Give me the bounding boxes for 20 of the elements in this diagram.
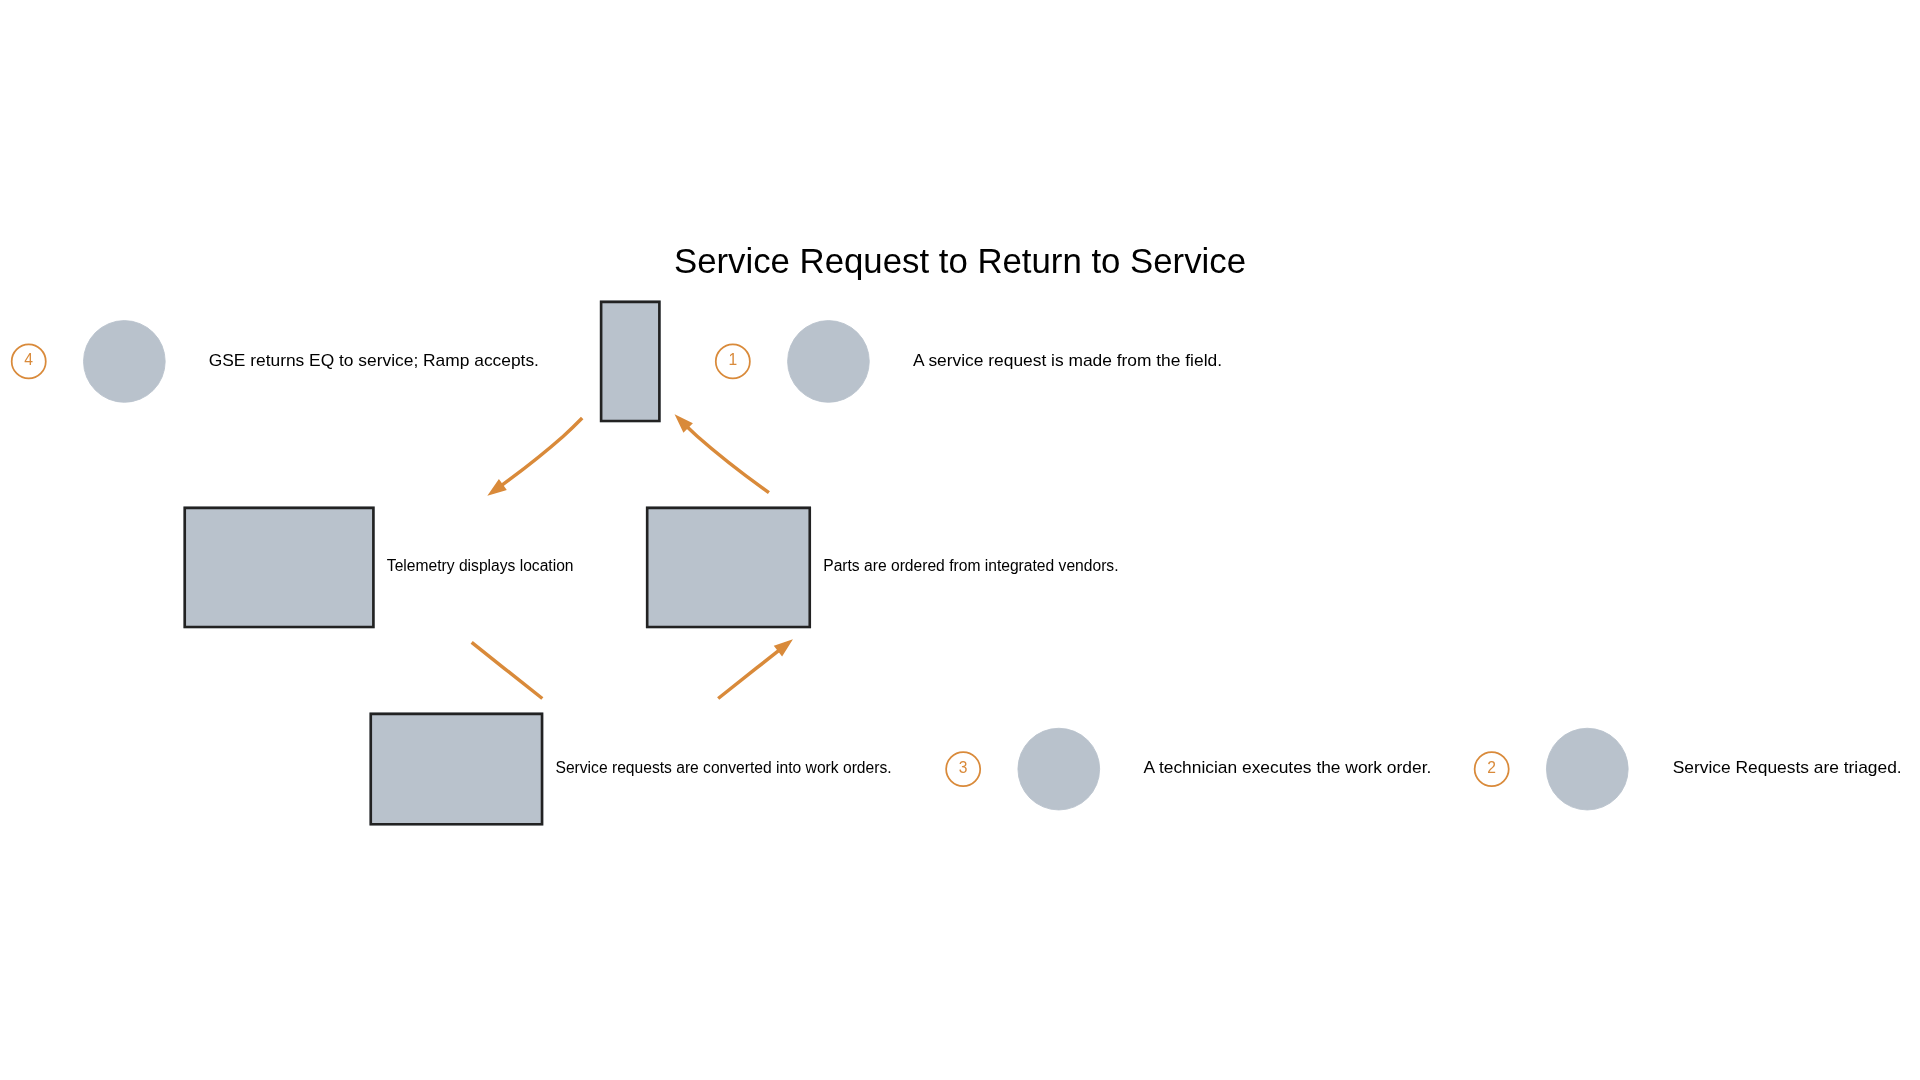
node-circle <box>83 319 166 403</box>
node-label: Telemetry displays location <box>386 556 574 574</box>
node-circle: 1 <box>714 343 751 379</box>
node-circle: 4 <box>10 343 47 379</box>
node-circle <box>787 319 870 403</box>
connector <box>470 640 544 700</box>
arrow <box>674 413 770 494</box>
node-circle: 3 <box>945 750 982 787</box>
node-label: Parts are ordered from integrated vendors. <box>823 556 1119 574</box>
node-label: GSE returns EQ to service; Ramp accepts. <box>208 349 539 370</box>
node-label: A technician executes the work order. <box>1143 756 1432 777</box>
arrow <box>487 416 584 496</box>
node-label: Service requests are converted into work orders. <box>555 758 892 776</box>
arrow <box>717 638 793 700</box>
diagram-title: Service Request to Return to Service <box>674 241 1246 280</box>
node-label: A service request is made from the field. <box>912 349 1222 370</box>
node-circle <box>1017 727 1101 810</box>
node-circle: 2 <box>1473 750 1510 787</box>
node-circle <box>1546 727 1629 810</box>
node-label: Service Requests are triaged. <box>1672 756 1902 777</box>
